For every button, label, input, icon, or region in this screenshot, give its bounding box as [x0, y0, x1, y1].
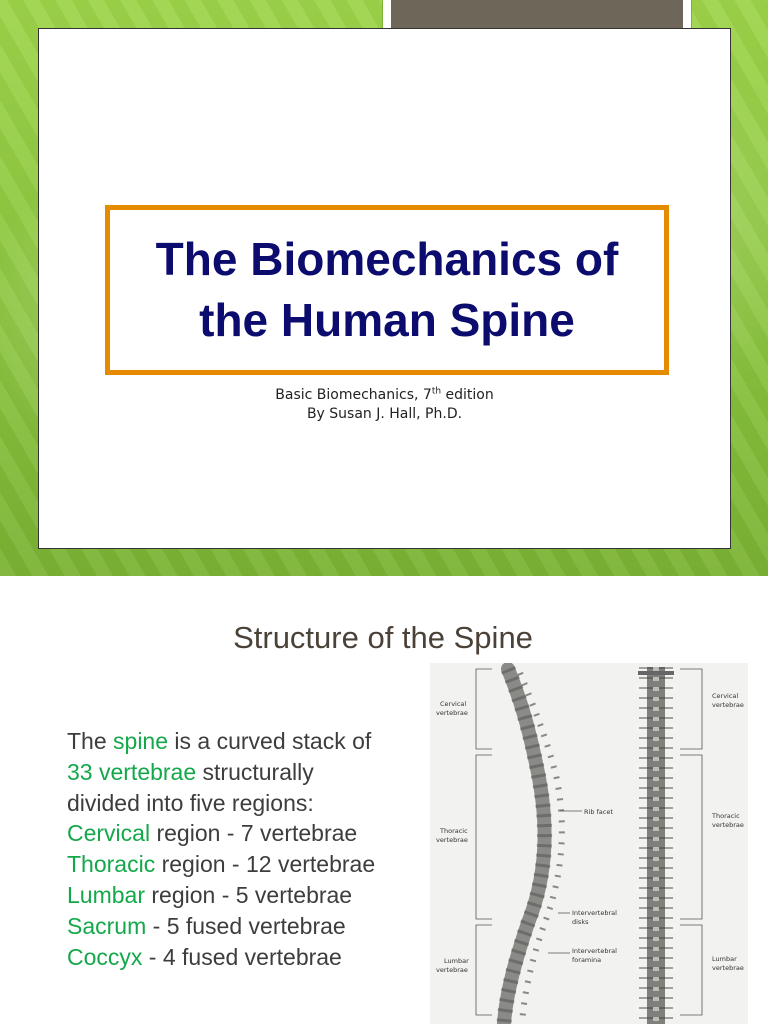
- label-lumbar-left: Lumbar: [444, 957, 469, 965]
- highlight-term: spine: [113, 728, 169, 754]
- subtitle-line-author: By Susan J. Hall, Ph.D.: [306, 406, 463, 422]
- label-disks: Intervertebral: [572, 909, 617, 917]
- figure-labels: Cervical vertebrae Thoracic vertebrae Lu…: [436, 692, 744, 974]
- body-line: Coccyx - 4 fused vertebrae: [67, 942, 427, 973]
- frontal-spine: [638, 667, 674, 1024]
- highlight-term: 33 vertebrae: [67, 758, 197, 785]
- body-text: The: [67, 728, 114, 754]
- body-text: - 5 fused vertebrae: [146, 912, 346, 939]
- label-cervical-right: Cervical: [712, 692, 738, 700]
- body-line: Thoracic region - 12 vertebrae: [67, 849, 427, 880]
- body-line: Cervical region - 7 vertebrae: [67, 818, 427, 849]
- body-text: region - 7 vertebrae: [150, 820, 358, 847]
- content-slide-title: Structure of the Spine: [233, 620, 533, 655]
- label-disks-2: disks: [572, 918, 589, 926]
- body-line: The spine is a curved stack of: [67, 726, 427, 757]
- highlight-term: Lumbar: [67, 881, 145, 908]
- label-cervical-left-2: vertebrae: [436, 709, 468, 717]
- slide-title: The Biomechanics of the Human Spine: [155, 233, 619, 346]
- highlight-term: Sacrum: [67, 912, 147, 939]
- label-foramina: Intervertebral: [572, 947, 617, 955]
- spine-diagram: Cervical vertebrae Thoracic vertebrae Lu…: [436, 663, 744, 1024]
- subtitle-book: Basic Biomechanics, 7: [275, 387, 432, 403]
- label-foramina-2: foramina: [572, 956, 601, 964]
- body-text: region - 5 vertebrae: [144, 881, 353, 908]
- label-lumbar-right-2: vertebrae: [712, 964, 744, 972]
- content-slide: Structure of the Spine The spine is a cu…: [0, 576, 768, 1024]
- spine-illustration: Cervical vertebrae Thoracic vertebrae Lu…: [430, 663, 748, 1024]
- body-line: divided into five regions:: [67, 789, 314, 816]
- slide-subtitle: Basic Biomechanics, 7th edition By Susan…: [38, 386, 731, 424]
- label-thoracic-right-2: vertebrae: [712, 821, 744, 829]
- label-thoracic-left-2: vertebrae: [436, 836, 468, 844]
- highlight-term: Thoracic: [67, 851, 156, 878]
- body-text: is a curved stack of: [168, 728, 372, 754]
- label-cervical-left: Cervical: [440, 700, 466, 708]
- body-line: Sacrum - 5 fused vertebrae: [67, 911, 427, 942]
- title-frame: The Biomechanics of the Human Spine: [105, 205, 669, 375]
- title-slide: The Biomechanics of the Human Spine Basi…: [0, 0, 768, 576]
- body-line: 33 vertebrae structurally: [67, 757, 427, 788]
- body-text: - 4 fused vertebrae: [142, 943, 342, 970]
- subtitle-line-edition: Basic Biomechanics, 7th edition: [38, 386, 731, 405]
- subtitle-sup: th: [431, 386, 442, 397]
- label-lumbar-left-2: vertebrae: [436, 966, 468, 974]
- label-rib-facet: Rib facet: [584, 808, 613, 816]
- body-line: Lumbar region - 5 vertebrae: [67, 880, 427, 911]
- left-brackets: [475, 668, 582, 1016]
- label-lumbar-right: Lumbar: [712, 955, 737, 963]
- highlight-term: Coccyx: [67, 943, 143, 970]
- right-brackets: [680, 668, 703, 1016]
- subtitle-edition: edition: [441, 387, 494, 403]
- body-text: region - 12 vertebrae: [155, 851, 376, 878]
- label-cervical-right-2: vertebrae: [712, 701, 744, 709]
- label-thoracic-left: Thoracic: [439, 827, 468, 835]
- highlight-term: Cervical: [67, 820, 151, 847]
- content-slide-body: The spine is a curved stack of 33 verteb…: [67, 726, 427, 972]
- lateral-spine: [496, 663, 565, 1024]
- label-thoracic-right: Thoracic: [711, 812, 740, 820]
- body-text: structurally: [196, 758, 314, 785]
